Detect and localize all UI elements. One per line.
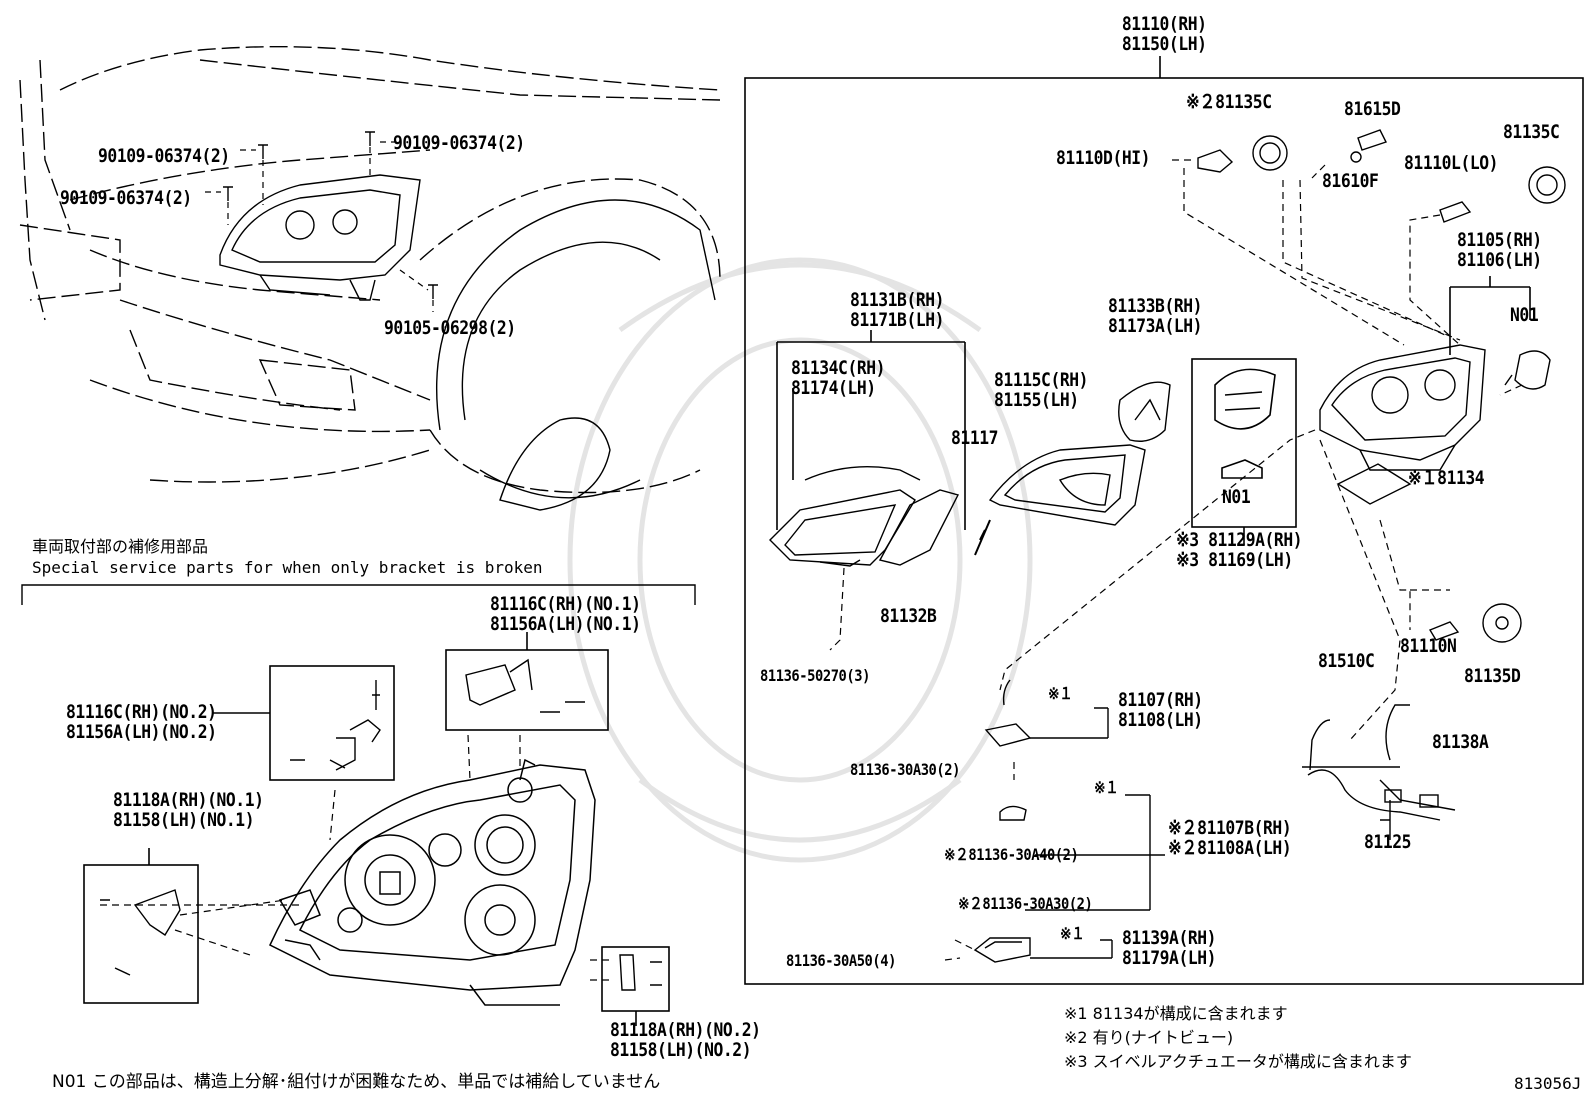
service-bracket-frame (21, 584, 696, 605)
part-label-81108a: ※２81108A(LH) (1168, 837, 1292, 859)
note-mark-1b: ※１ (1094, 778, 1119, 797)
note-mark-1a: ※１ (1048, 684, 1073, 703)
part-label-81510c: 81510C (1318, 650, 1375, 672)
part-label-81156a-no2: 81156A(LH)(NO.2) (66, 721, 217, 743)
swivel-box (1191, 358, 1297, 545)
diagram-code: 813056J (1514, 1074, 1582, 1093)
bolt-label-4: 90105-06298(2) (384, 317, 516, 339)
assembly-part-number-rh: 81110(RH) (1121, 13, 1207, 35)
bracket-81131b (776, 330, 966, 530)
part-label-81115c: 81115C(RH) (994, 369, 1089, 391)
service-part-drawings (100, 658, 662, 991)
part-label-81171b: 81171B(LH) (850, 309, 945, 331)
part-label-81105: 81105(RH) (1457, 229, 1542, 251)
part-label-81136-30a30b: ※２81136-30A30(2) (958, 894, 1093, 913)
reflector-drawing (1118, 381, 1171, 442)
part-label-81173a: 81173A(LH) (1108, 315, 1203, 337)
part-label-81118a-no1: 81118A(RH)(NO.1) (113, 789, 264, 811)
part-label-81110d: 81110D(HI) (1056, 147, 1151, 169)
part-label-81134: ※１81134 (1408, 467, 1485, 489)
part-label-81116c-no1: 81116C(RH)(NO.1) (490, 593, 641, 615)
service-parts-title-en: Special service parts for when only brac… (32, 558, 543, 577)
bolt-label-2: 90109-06374(2) (393, 132, 525, 154)
bolt-symbols (223, 131, 438, 299)
part-label-81106: 81106(LH) (1457, 249, 1542, 271)
part-label-81135c-b: 81135C (1503, 121, 1560, 143)
assembly-frame (744, 56, 1584, 985)
lens-gasket-drawing (769, 466, 991, 567)
assembly-part-number-lh: 81150(LH) (1121, 33, 1207, 55)
part-label-81158-no2: 81158(LH)(NO.2) (610, 1039, 752, 1061)
part-label-81155: 81155(LH) (994, 389, 1079, 411)
part-label-81169: ※3 81169(LH) (1176, 549, 1293, 571)
footnote-2: ※2 有り(ナイトビュー) (1064, 1028, 1234, 1047)
part-label-81117: 81117 (951, 427, 999, 449)
part-label-81132b: 81132B (880, 605, 937, 627)
part-label-81116c-no2: 81116C(RH)(NO.2) (66, 701, 217, 723)
footnote-n01: N01 この部品は、構造上分解･組付けが困難なため、単品では補給していません (52, 1072, 661, 1092)
part-label-81610f: 81610F (1322, 170, 1379, 192)
part-label-81118a-no2: 81118A(RH)(NO.2) (610, 1019, 761, 1041)
bracket-81105 (1449, 276, 1531, 355)
leader-lines-service (100, 734, 610, 981)
part-label-81107b: ※２81107B(RH) (1168, 817, 1292, 839)
part-label-81108: 81108(LH) (1118, 709, 1203, 731)
part-label-81131b: 81131B(RH) (850, 289, 945, 311)
headlamp-small-drawing (219, 174, 421, 301)
part-label-81136-30a30: 81136-30A30(2) (850, 760, 960, 779)
part-label-81129a: ※3 81129A(RH) (1176, 529, 1303, 551)
headlamp-large-drawing (269, 758, 596, 1006)
part-label-81136-50270: 81136-50270(3) (760, 666, 870, 685)
headlamp-housing-drawing (1319, 344, 1551, 471)
note-mark-1c: ※１ (1060, 924, 1085, 943)
part-label-81156a-no1: 81156A(LH)(NO.1) (490, 613, 641, 635)
part-label-81133b: 81133B(RH) (1108, 295, 1203, 317)
footnote-1: ※1 81134が構成に含まれます (1064, 1004, 1288, 1023)
part-label-81158-no1: 81158(LH)(NO.1) (113, 809, 255, 831)
part-label-81615d: 81615D (1344, 98, 1401, 120)
bolt-label-3: 90109-06374(2) (60, 187, 192, 209)
service-parts-title-jp: 車両取付部の補修用部品 (32, 537, 209, 556)
part-label-n01-b: N01 (1222, 486, 1251, 508)
gasket-81134 (1336, 463, 1412, 505)
part-label-81110n: 81110N (1400, 635, 1457, 657)
part-label-81179a: 81179A(LH) (1122, 947, 1217, 969)
part-label-81125: 81125 (1364, 831, 1412, 853)
part-label-81136-30a40: ※２81136-30A40(2) (944, 845, 1079, 864)
part-label-81134c: 81134C(RH) (791, 357, 886, 379)
wheel-outline (436, 199, 716, 511)
part-label-n01-a: N01 (1510, 304, 1539, 326)
leader-lines-main (829, 159, 1523, 961)
part-label-81138a: 81138A (1432, 731, 1489, 753)
part-label-81107: 81107(RH) (1118, 689, 1203, 711)
part-label-81135d: 81135D (1464, 665, 1521, 687)
part-label-81136-30a50: 81136-30A50(4) (786, 951, 896, 970)
part-label-81110l: 81110L(LO) (1404, 152, 1499, 174)
service-part-boxes (83, 632, 670, 1026)
bulbs-and-sockets (1197, 129, 1566, 643)
watermark-emblem (567, 257, 1033, 863)
vehicle-outline (19, 45, 721, 494)
part-label-81139a: 81139A(RH) (1122, 927, 1217, 949)
part-label-81174: 81174(LH) (791, 377, 876, 399)
lens-cover-drawing (988, 444, 1146, 526)
brackets-main (1025, 707, 1400, 959)
leader-lines-car (205, 141, 434, 312)
bolt-label-1: 90109-06374(2) (98, 145, 230, 167)
part-label-81135c-a: ※２81135C (1186, 91, 1272, 113)
footnote-3: ※3 スイベルアクチュエータが構成に含まれます (1064, 1052, 1412, 1071)
